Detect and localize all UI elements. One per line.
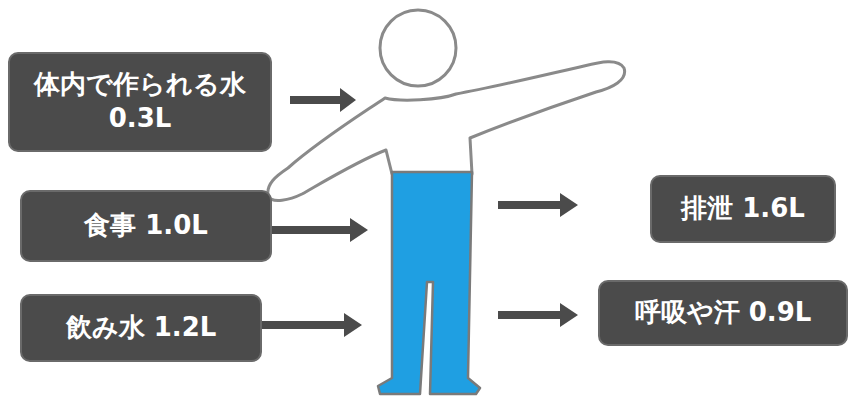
person-head [380, 10, 456, 86]
label-box: 食事 1.0L [20, 190, 272, 262]
person-figure [268, 10, 625, 394]
box-label: 排泄 1.6L [681, 192, 805, 226]
box-label: 飲み水 1.2L [66, 311, 217, 345]
outflow-arrow [498, 193, 578, 217]
box-label: 体内で作られる水 0.3L [30, 68, 250, 136]
box-label: 食事 1.0L [84, 209, 208, 243]
label-box: 体内で作られる水 0.3L [8, 52, 272, 152]
box-label: 呼吸や汗 0.9L [635, 296, 812, 330]
inflow-arrow [290, 88, 356, 112]
flow-arrows [262, 88, 578, 337]
inflow-arrow [262, 313, 362, 337]
outflow-arrow [498, 303, 578, 327]
label-box: 呼吸や汗 0.9L [598, 280, 848, 346]
person-pants [378, 172, 480, 394]
label-box: 飲み水 1.2L [20, 294, 262, 362]
inflow-arrow [272, 218, 368, 242]
label-box: 排泄 1.6L [650, 175, 836, 243]
